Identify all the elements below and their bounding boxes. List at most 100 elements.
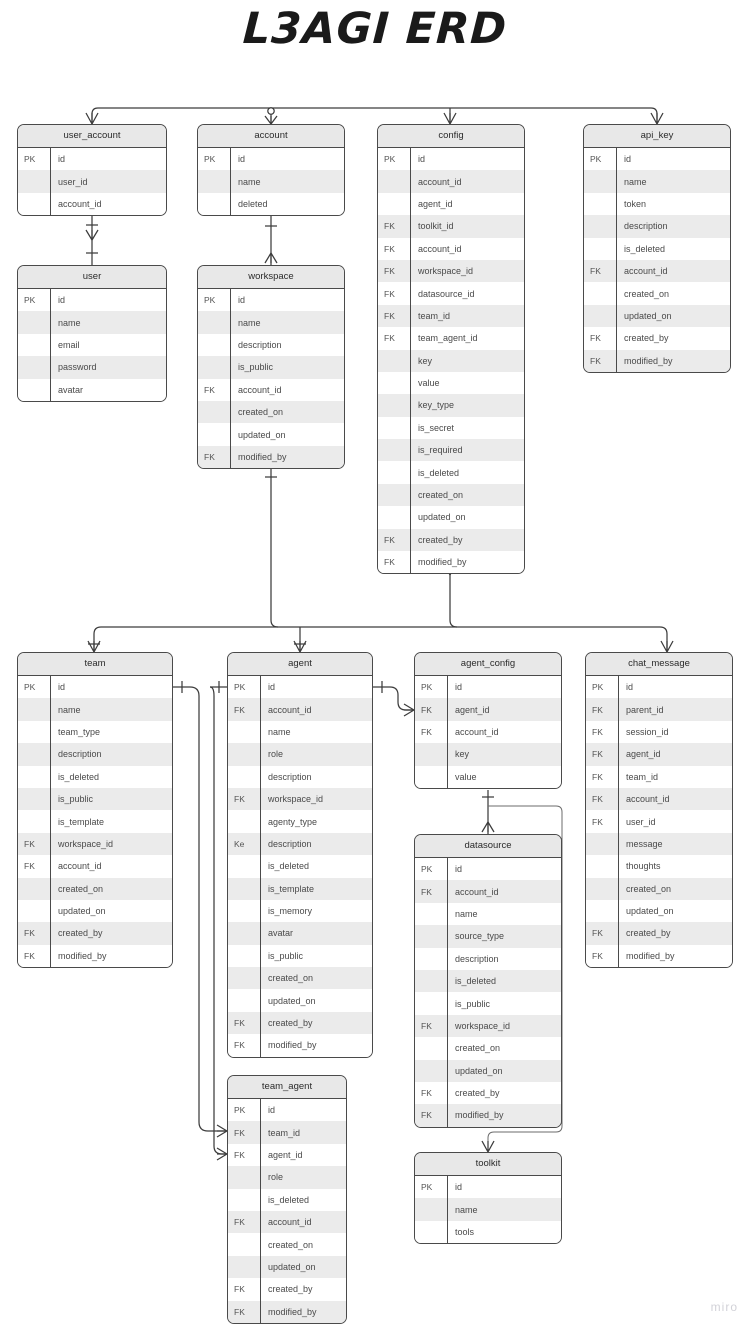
entity-field-row[interactable]: description [415, 947, 561, 970]
entity-field-row[interactable]: name [584, 170, 730, 193]
entity-field-row[interactable]: message [586, 832, 732, 856]
entity-field-row[interactable]: is_memory [228, 899, 372, 923]
entity-field-row[interactable]: is_deleted [584, 237, 730, 260]
entity-field-row[interactable]: description [584, 215, 730, 238]
entity-field-row[interactable]: name [18, 311, 166, 334]
entity-field-row[interactable]: is_public [415, 992, 561, 1015]
entity-field-row[interactable]: created_on [415, 1037, 561, 1060]
entity-field-row[interactable]: is_deleted [18, 765, 172, 788]
entity-field-row[interactable]: updated_on [584, 304, 730, 328]
entity-field-row[interactable]: created_on [584, 282, 730, 305]
entity-field-row[interactable]: updated_on [228, 989, 372, 1012]
entity-field-row[interactable]: name [415, 902, 561, 926]
entity-field-row[interactable]: description [228, 765, 372, 788]
entity-field-row[interactable]: email [18, 333, 166, 357]
entity-field-row[interactable]: created_on [228, 1233, 346, 1256]
entity-field-row[interactable]: is_public [228, 944, 372, 968]
entity-field-row[interactable]: avatar [18, 378, 166, 401]
entity-field-row[interactable]: key [415, 743, 561, 766]
entity-field-row[interactable]: user_id [18, 170, 166, 193]
entity-field-row[interactable]: agenty_type [228, 810, 372, 833]
entity-field-row[interactable]: updated_on [415, 1059, 561, 1082]
entity-field-row[interactable]: is_public [198, 356, 344, 379]
entity-field-row[interactable]: created_on [378, 483, 524, 507]
entity-field-row[interactable]: password [18, 356, 166, 379]
entity-field-row[interactable]: name [198, 170, 344, 193]
entity-field-row[interactable]: description [18, 743, 172, 766]
entity-field-row[interactable]: is_deleted [415, 969, 561, 993]
entity-field-row[interactable]: team_type [18, 720, 172, 744]
entity-field-row[interactable]: role [228, 743, 372, 766]
entity-field-row[interactable]: created_on [18, 877, 172, 900]
entity-field-row[interactable]: name [228, 720, 372, 744]
entity-field-row[interactable]: is_deleted [378, 461, 524, 484]
entity-field-row[interactable]: name [198, 311, 344, 334]
entity-field-row[interactable]: key [378, 349, 524, 372]
entity-field-row[interactable]: avatar [228, 922, 372, 945]
entity-field-row[interactable]: is_secret [378, 416, 524, 440]
entity-field-row[interactable]: name [415, 1198, 561, 1221]
entity-field-row[interactable]: agent_id [378, 192, 524, 216]
entity-field-row[interactable]: is_deleted [228, 855, 372, 878]
entity-field-row[interactable]: description [198, 333, 344, 357]
entity-field-row[interactable]: account_id [378, 170, 524, 193]
entity-field-row[interactable]: is_public [18, 787, 172, 811]
entity-field-row[interactable]: source_type [415, 925, 561, 948]
entity-field-row[interactable]: deleted [198, 192, 344, 216]
entity-field-row[interactable]: is_template [18, 810, 172, 833]
entity-field-row[interactable]: is_deleted [228, 1188, 346, 1211]
entity-field-row[interactable]: is_required [378, 439, 524, 462]
entity-field-row[interactable]: value [378, 371, 524, 395]
entity-field-row[interactable]: key_type [378, 394, 524, 417]
